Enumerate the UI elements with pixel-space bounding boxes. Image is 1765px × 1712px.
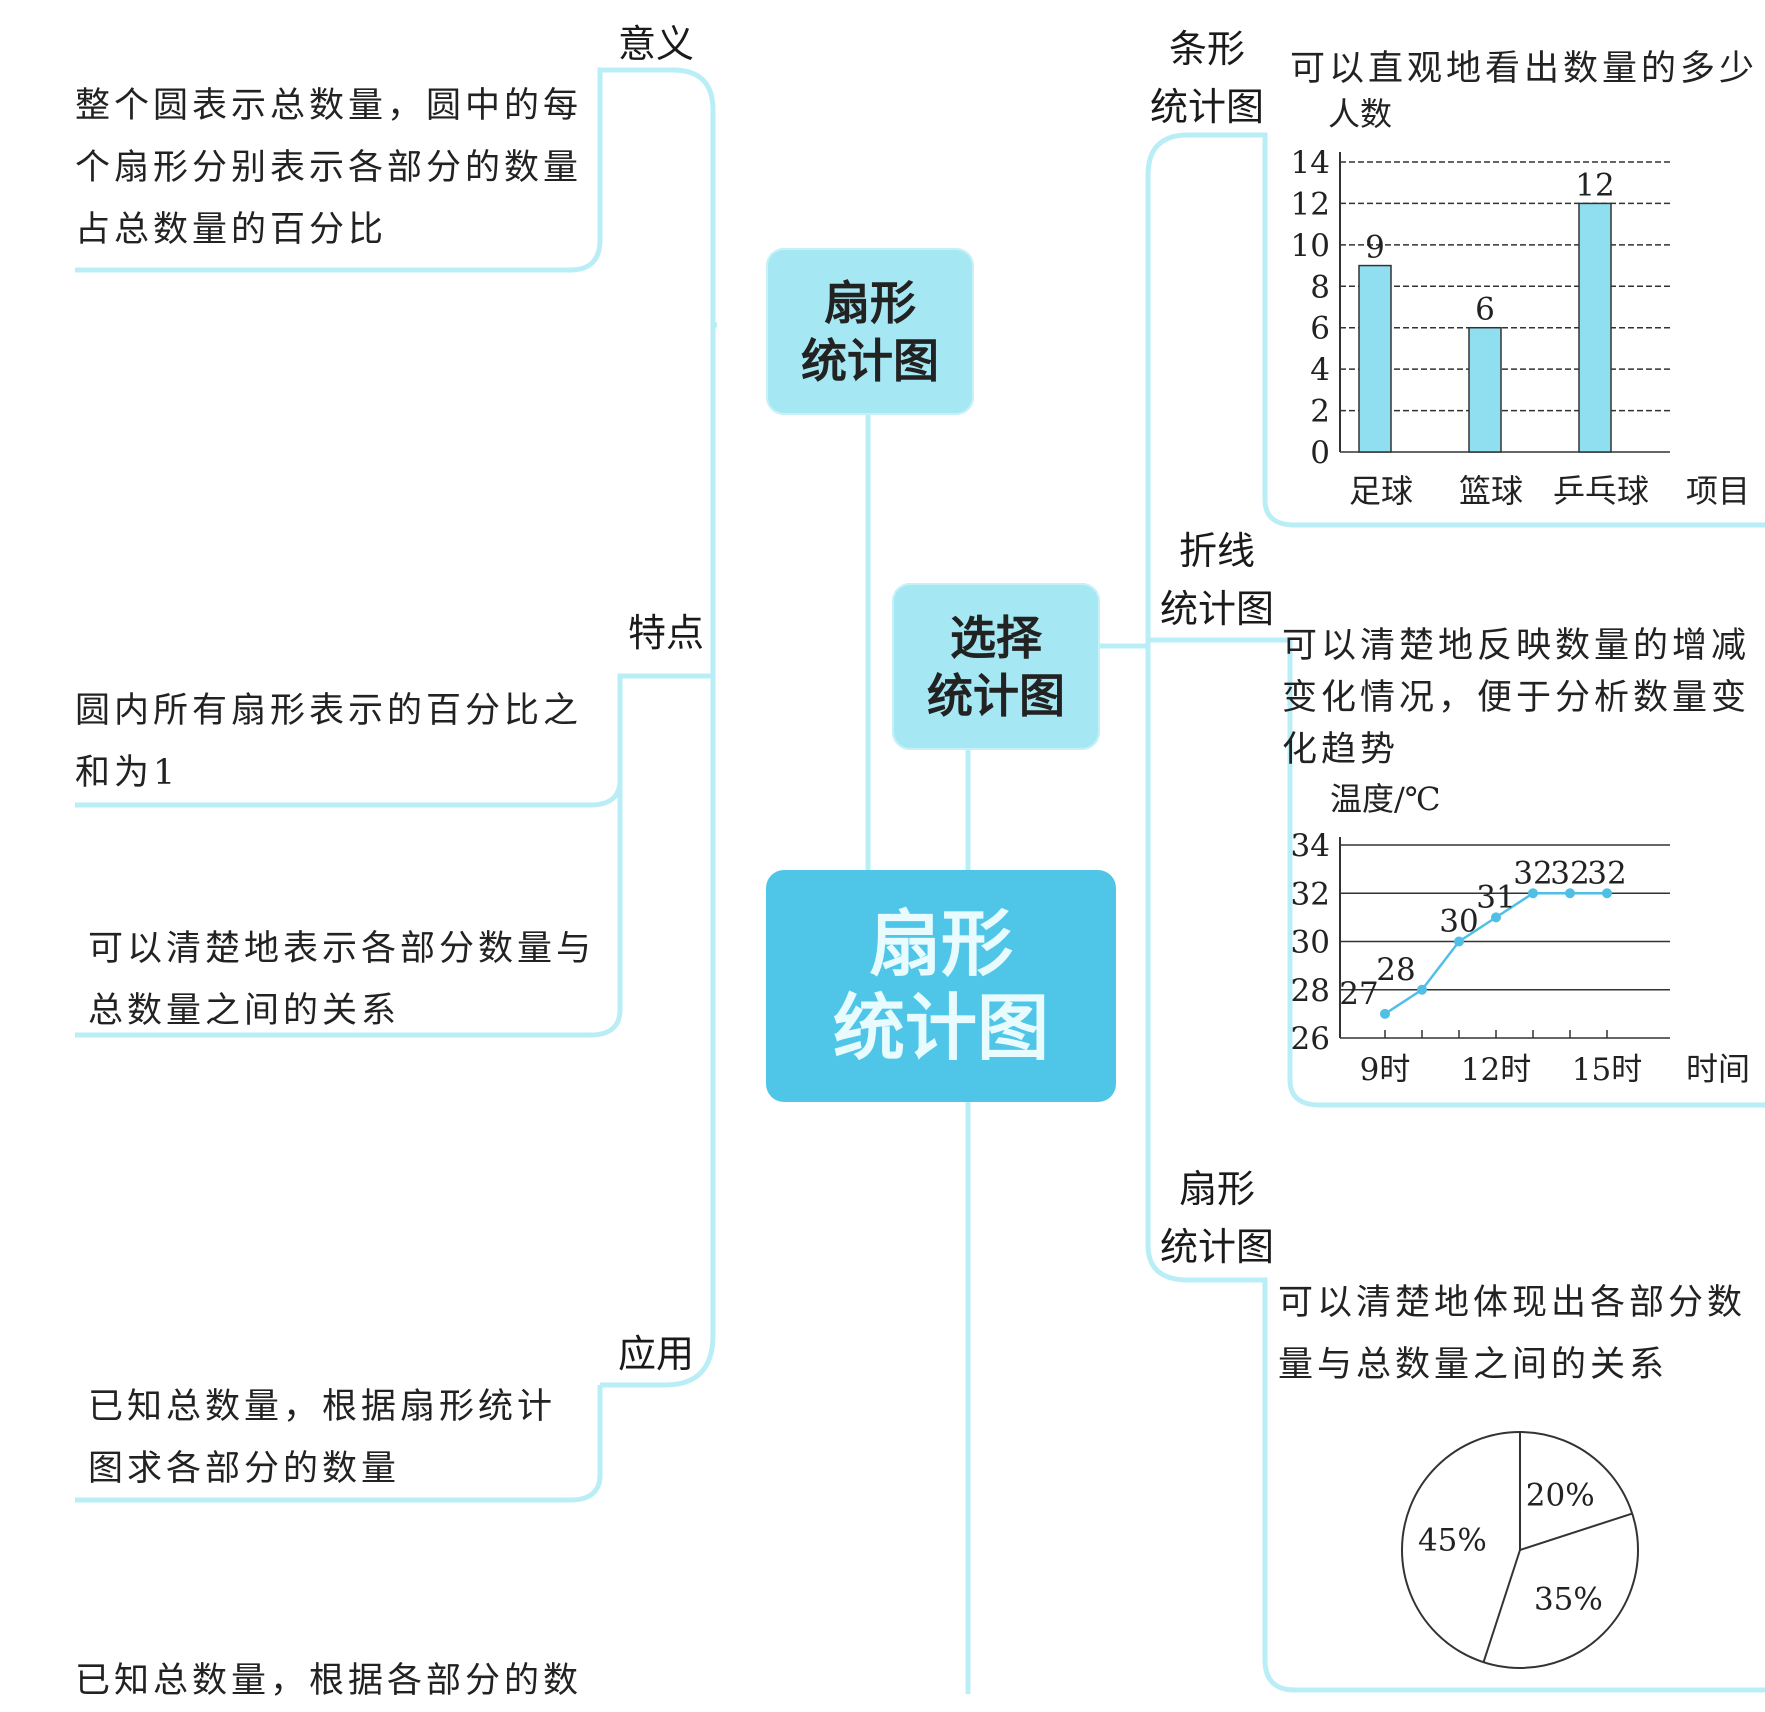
bar-category-label: 篮球 xyxy=(1459,472,1523,510)
bar-ytick-label: 6 xyxy=(1310,311,1330,347)
label-bar-chart: 条形 统计图 xyxy=(1150,27,1265,129)
line-ytick-label: 34 xyxy=(1291,828,1330,864)
line-value-label: 32 xyxy=(1513,855,1552,891)
pie-slice-edge xyxy=(1519,1512,1633,1551)
line-ytick-label: 28 xyxy=(1291,973,1330,1009)
bar-ytick-label: 2 xyxy=(1310,394,1330,430)
label-meaning: 意义 xyxy=(618,22,695,66)
line-value-label: 31 xyxy=(1476,879,1515,915)
line-point xyxy=(1454,936,1464,947)
label-line-chart: 折线 统计图 xyxy=(1160,529,1275,631)
pie-slice-label: 45% xyxy=(1418,1522,1487,1558)
bar-category-label: 乒乓球 xyxy=(1553,472,1649,510)
label-apply: 应用 xyxy=(618,1332,695,1376)
pie-slice-label: 35% xyxy=(1534,1581,1603,1617)
line-point xyxy=(1491,912,1501,923)
node-pie-chart-left[interactable]: 扇形 统计图 xyxy=(766,248,974,415)
pie-chart: 20% 35% 45% xyxy=(1401,1431,1639,1669)
bar-ytick-label: 8 xyxy=(1310,269,1330,305)
bar-category-label: 足球 xyxy=(1349,472,1413,510)
line-xtick-label: 12时 xyxy=(1461,1052,1531,1088)
right-branch-line xyxy=(1148,637,1765,1108)
bar-ytick-label: 12 xyxy=(1291,186,1330,222)
line-point xyxy=(1417,984,1427,995)
bar-value-label: 6 xyxy=(1475,292,1495,328)
line-ytick-label: 32 xyxy=(1291,876,1330,912)
text-feature-2: 可以清楚地表示各部分数量与 总数量之间的关系 xyxy=(88,929,596,1031)
line-value-label: 28 xyxy=(1376,952,1415,988)
line-point xyxy=(1380,1008,1390,1019)
right-trunk-line xyxy=(1145,132,1765,528)
text-apply-1: 已知总数量，根据扇形统计 图求各部分的数量 xyxy=(88,1387,557,1489)
bar-ytick-label: 0 xyxy=(1310,435,1330,471)
left-branch-feature-2 xyxy=(75,780,623,1038)
label-feature: 特点 xyxy=(628,611,705,655)
line-value-label: 32 xyxy=(1550,855,1589,891)
line-xtick-label: 9时 xyxy=(1360,1052,1411,1088)
line-xtick-label: 15时 xyxy=(1572,1052,1642,1088)
bar-xlabel: 项目 xyxy=(1686,472,1750,510)
pie-slice-label: 20% xyxy=(1526,1478,1595,1514)
line-value-label: 30 xyxy=(1439,904,1478,940)
left-trunk-line xyxy=(600,322,717,1388)
line-point xyxy=(1602,888,1612,899)
bar xyxy=(1468,326,1502,453)
bar-value-label: 9 xyxy=(1365,230,1385,266)
line-value-label: 32 xyxy=(1587,855,1626,891)
bar xyxy=(1578,202,1612,453)
text-pie-chart: 可以清楚地体现出各部分数 量与总数量之间的关系 xyxy=(1278,1283,1747,1385)
line-ylabel: 温度/℃ xyxy=(1330,780,1441,818)
bar xyxy=(1358,264,1392,453)
text-line-chart: 可以清楚地反映数量的增减 变化情况，便于分析数量变 化趋势 xyxy=(1282,626,1751,770)
bar-value-label: 12 xyxy=(1575,167,1614,203)
pie-slice-edge xyxy=(1482,1549,1521,1663)
node-choose-chart[interactable]: 选择 统计图 xyxy=(892,583,1100,750)
bar-ytick-label: 4 xyxy=(1310,352,1330,388)
line-ytick-label: 30 xyxy=(1291,925,1330,961)
bar-chart: 人数 0 2 4 6 8 10 12 14 9 足球 6 篮球 12 乒乓球项目 xyxy=(1291,95,1750,510)
left-branch-meaning xyxy=(75,67,716,325)
text-bar-chart: 可以直观地看出数量的多少 xyxy=(1290,49,1759,89)
line-value-label: 27 xyxy=(1339,976,1378,1012)
node-center[interactable]: 扇形 统计图 xyxy=(766,870,1116,1102)
line-point xyxy=(1565,888,1575,899)
text-feature-1: 圆内所有扇形表示的百分比之 和为1 xyxy=(75,691,583,793)
label-pie-chart: 扇形 统计图 xyxy=(1160,1167,1275,1269)
bar-ylabel: 人数 xyxy=(1328,95,1392,133)
line-ytick-label: 26 xyxy=(1291,1021,1330,1057)
text-meaning: 整个圆表示总数量，圆中的每 个扇形分别表示各部分的数量 占总数量的百分比 xyxy=(75,86,583,250)
line-xlabel: 时间 xyxy=(1686,1050,1750,1088)
line-point xyxy=(1528,888,1538,899)
left-branch-apply xyxy=(75,1385,603,1503)
bar-ytick-label: 10 xyxy=(1291,228,1330,264)
text-apply-2: 已知总数量，根据各部分的数 xyxy=(75,1661,583,1701)
right-trunk-vert xyxy=(1145,175,1765,1693)
bar-ytick-label: 14 xyxy=(1291,145,1330,181)
